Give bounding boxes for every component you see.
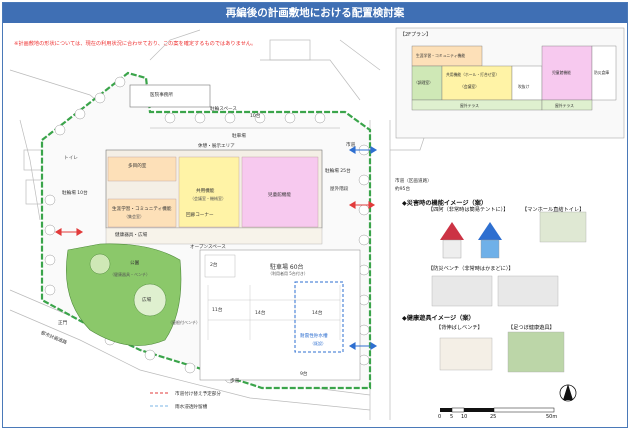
scale-label-25: 25 <box>490 414 497 420</box>
bench-photo-2 <box>497 275 559 307</box>
label-gym: 児童館機能 <box>268 193 291 198</box>
foot-path-photo <box>507 331 565 373</box>
north-arrow-icon <box>559 384 577 402</box>
foot-caption: 【足つぼ健康遊具】 <box>508 325 555 331</box>
label-gate: 正門 <box>58 321 68 326</box>
label-parking-staff: 約95台 <box>395 187 411 192</box>
park-circle <box>89 253 111 275</box>
tent-caption: 【四阿（非常時は簡易テントに）】 <box>428 207 509 213</box>
bench-photo-1 <box>431 275 493 307</box>
small-parking <box>204 254 236 278</box>
label-count-14: 14台 <box>255 311 266 316</box>
label-health-hall: 健康器具・広場 <box>115 233 148 238</box>
label-multipurpose: 多目的室 <box>128 164 147 169</box>
label-main-parking-sub: （利用者用 5台付き） <box>268 271 308 276</box>
room-gym <box>241 156 319 228</box>
label-count-9: 9台 <box>300 372 308 377</box>
reservoir-area <box>294 281 344 353</box>
floor2-storage-label: 防災倉庫 <box>594 70 610 75</box>
label-walkway: 歩道 <box>230 379 240 384</box>
label-east-parking: 駐輪場 25台 <box>325 169 351 174</box>
health-heading: ◆健康遊具イメージ（案） <box>402 315 475 322</box>
scale-label-0: 0 <box>438 414 442 420</box>
label-open-space: オープンスペース <box>190 245 226 250</box>
floor2-void-label: 吹抜け <box>518 84 530 89</box>
blue-arrows <box>348 146 378 350</box>
legend-blue-label: 雨水浸透貯留槽 <box>175 405 208 410</box>
label-park: 公園 <box>130 261 140 266</box>
label-bicycle-space: 駐輪スペース <box>210 107 238 112</box>
label-reservoir: 耐震性貯水槽 <box>300 334 328 339</box>
floor2-kitchen <box>411 65 443 101</box>
stretch-bench-photo <box>439 337 493 371</box>
label-north-road: 市道 <box>346 143 356 148</box>
park-square <box>133 283 167 317</box>
label-corridor: 回廊コーナー <box>186 213 214 218</box>
entrance-arrows <box>54 201 376 236</box>
label-park-bench: （健康器具・ベンチ） <box>110 272 150 277</box>
scale-bar <box>440 407 555 413</box>
legend-red-label: 市道付け替え予定部分 <box>175 392 221 397</box>
floor2-terrace-right <box>541 99 593 111</box>
label-west-toilet: トイレ <box>64 156 78 161</box>
floor2-gym <box>541 45 593 101</box>
stretch-caption: 【背伸ばしベンチ】 <box>436 325 483 331</box>
label-east-road: 市道（区画道路） <box>395 179 432 184</box>
label-count-11: 11台 <box>212 308 223 313</box>
floor2-kitchen-label: （調理室） <box>414 80 433 85</box>
floor2-gym-label: 児童館機能 <box>552 70 571 75</box>
label-hall: （集会室） <box>124 214 144 219</box>
room-multipurpose <box>107 156 177 182</box>
existing-office <box>129 84 211 108</box>
label-existing-office: 医院事務所 <box>150 93 173 98</box>
disaster-heading: ◆災害時の機能イメージ（案） <box>402 200 488 207</box>
floor2-label: 【2Fプラン】 <box>400 32 432 38</box>
label-north-parking: 駐車場 <box>232 134 246 139</box>
floor2-meeting-label: （会議室） <box>460 84 479 89</box>
scale-label-10: 10 <box>461 414 468 420</box>
label-square: 広場 <box>142 298 152 303</box>
bench-caption: 【防災ベンチ（非常時はかまどに）】 <box>428 266 514 272</box>
floor2-terrace-left-label: 屋外テラス <box>460 103 479 108</box>
label-community: 生涯学習・コミュニティ機能 <box>112 207 172 212</box>
floor2-void <box>511 65 543 101</box>
open-space-strip <box>105 227 323 245</box>
label-north-count: 10台 <box>250 114 261 119</box>
label-west-parking: 駐輪場 10台 <box>62 191 88 196</box>
room-community <box>107 198 177 228</box>
floor2-hall <box>441 65 513 101</box>
room-shared <box>178 156 240 228</box>
tent-illustration <box>440 222 502 259</box>
scale-label-5: 5 <box>450 414 454 420</box>
toilet-caption: 【マンホール直結トイレ】 <box>522 207 585 213</box>
floor2-storage <box>591 45 617 101</box>
surrounding-roads <box>9 29 431 420</box>
scale-label-50m: 50m <box>546 414 558 420</box>
page-title: 再編後の計画敷地における配置検討案 <box>3 3 627 23</box>
floor2-hall-label: 共用機能（ホール・打合せ室） <box>446 72 500 77</box>
floor2-community-label: 生涯学習・コミュニティ機能 <box>416 53 466 58</box>
toilet-photo <box>539 211 587 243</box>
label-reservoir-sub: （既設） <box>310 341 326 346</box>
floor2-terrace-right-label: 屋外テラス <box>555 103 574 108</box>
site-note: ※計画敷地の形状については、現在の利用状況に合わせており、この案を確定するもので… <box>14 41 257 47</box>
label-count-14b: 14台 <box>312 311 323 316</box>
label-shared: 共用機能 <box>196 189 215 194</box>
label-multi-activity: （屋根付ベンチ） <box>168 320 200 325</box>
label-count-2: 2台 <box>210 263 218 268</box>
label-rest-area: 休憩・展示エリア <box>198 144 235 149</box>
label-meeting: （会議室・機械室） <box>190 196 226 201</box>
label-stair: 屋外階段 <box>330 187 349 192</box>
label-main-parking: 駐車場 60台 <box>270 264 304 271</box>
